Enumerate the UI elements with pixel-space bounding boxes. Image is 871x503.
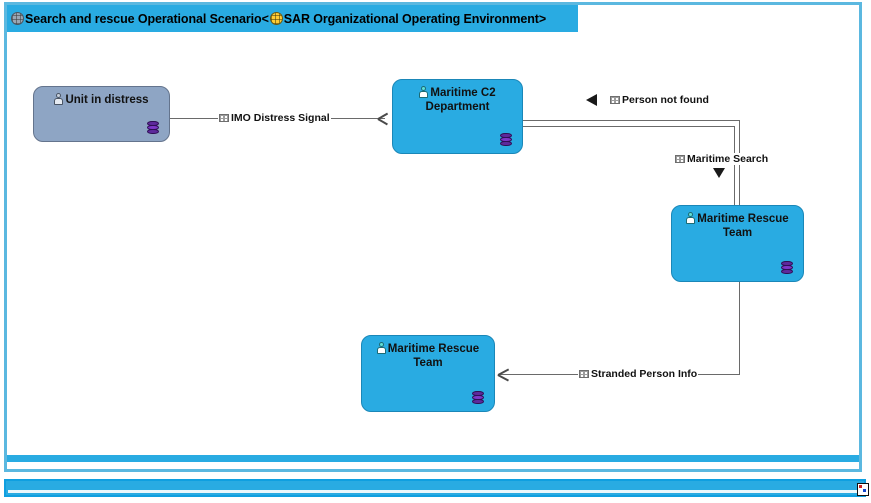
message-icon	[579, 370, 589, 378]
connector-label-text: IMO Distress Signal	[231, 112, 330, 124]
stacked-diamond-icon	[471, 391, 485, 404]
connector-label-text: Person not found	[622, 94, 709, 106]
message-icon	[219, 114, 229, 122]
message-icon	[610, 96, 620, 104]
status-bar[interactable]	[4, 479, 866, 497]
connector-person-not-found-arrowhead	[586, 94, 597, 106]
connector-label-person-not-found[interactable]: Person not found	[609, 94, 710, 106]
node-title: Maritime C2 Department	[393, 86, 522, 114]
person-icon	[376, 342, 386, 354]
person-icon	[419, 86, 429, 98]
person-icon	[686, 212, 696, 224]
node-label: Maritime Rescue Team	[387, 343, 480, 369]
connector-imo-distress-signal-arrowhead	[378, 118, 388, 130]
node-title: Maritime Rescue Team	[362, 342, 494, 370]
connector-label-text: Stranded Person Info	[591, 368, 698, 380]
connector-label-stranded-person-info[interactable]: Stranded Person Info	[578, 368, 699, 380]
connector-label-maritime-search[interactable]: Maritime Search	[674, 153, 770, 165]
stacked-diamond-icon	[499, 133, 513, 146]
node-maritime-c2-department[interactable]: Maritime C2 Department	[392, 79, 523, 154]
diagram-title-part2: SAR Organizational Operating Environment…	[283, 11, 547, 26]
person-icon	[54, 93, 64, 105]
node-title: Unit in distress	[34, 93, 169, 107]
node-unit-in-distress[interactable]: Unit in distress	[33, 86, 170, 142]
connector-label-text: Maritime Search	[687, 153, 769, 165]
node-maritime-rescue-team-right[interactable]: Maritime Rescue Team	[671, 205, 804, 282]
resize-corner-icon[interactable]	[857, 483, 869, 496]
node-maritime-rescue-team-bottom[interactable]: Maritime Rescue Team	[361, 335, 495, 412]
stacked-diamond-icon	[780, 261, 794, 274]
connector-maritime-search-line-v	[734, 126, 735, 206]
connector-label-imo-distress-signal[interactable]: IMO Distress Signal	[218, 112, 331, 124]
stacked-diamond-icon	[146, 121, 160, 134]
globe-gray-icon	[11, 12, 24, 25]
node-title: Maritime Rescue Team	[672, 212, 803, 240]
node-label: Unit in distress	[65, 94, 149, 106]
globe-yellow-icon	[269, 12, 283, 25]
diagram-title-bar[interactable]: Search and rescue Operational Scenario< …	[7, 5, 578, 32]
connector-maritime-search-arrowhead	[713, 168, 725, 178]
connector-person-not-found-line-h	[523, 120, 740, 121]
horizontal-scrollbar-track[interactable]	[7, 455, 859, 462]
node-label: Maritime C2 Department	[425, 87, 496, 113]
status-bar-divider	[8, 490, 862, 493]
message-icon	[675, 155, 685, 163]
diagram-title-part1: Search and rescue Operational Scenario<	[25, 11, 269, 26]
connector-maritime-search-line-h	[523, 126, 735, 127]
node-label: Maritime Rescue Team	[697, 213, 789, 239]
connector-stranded-person-info-line-v	[739, 282, 740, 375]
